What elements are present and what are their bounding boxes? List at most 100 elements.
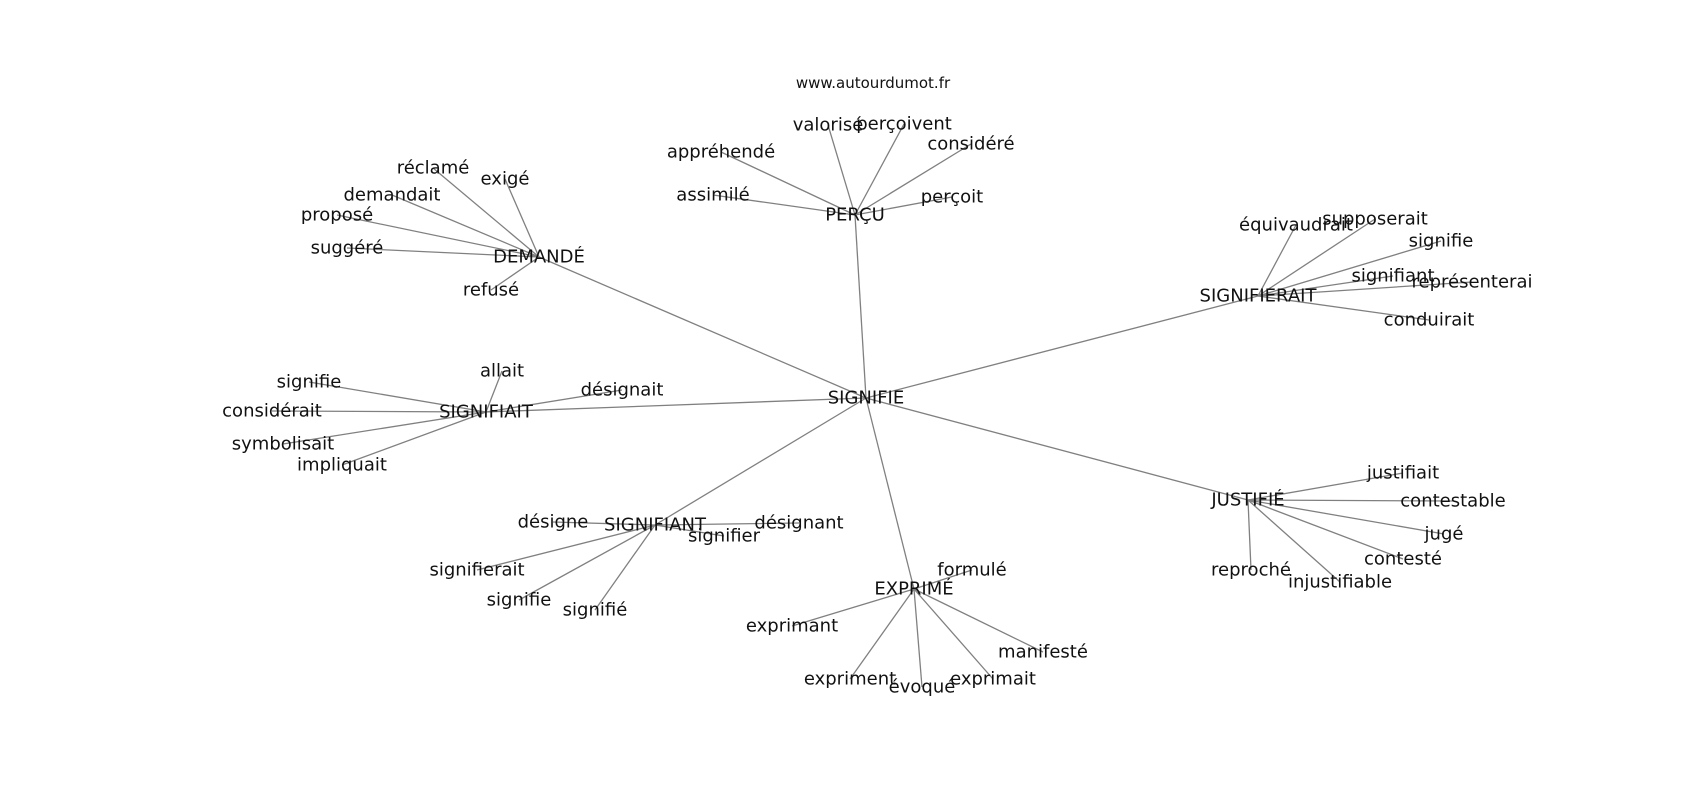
leaf-node-demande-demandait[interactable]: demandait — [344, 185, 441, 206]
leaf-node-percu-considere[interactable]: considéré — [927, 134, 1014, 155]
leaf-node-exprime-exprimant[interactable]: exprimant — [746, 616, 838, 637]
center-node-signifie[interactable]: SIGNIFIE — [828, 388, 905, 409]
hub-node-percu[interactable]: PERÇU — [825, 205, 885, 226]
edge-percu-apprehende — [720, 151, 856, 216]
edge-signifierait-supposerait — [1257, 218, 1376, 297]
leaf-node-demande-reclame[interactable]: réclamé — [397, 158, 470, 179]
edge-signifiait-signifie — [308, 381, 487, 413]
leaf-node-signifiant-signifier[interactable]: signifier — [688, 526, 761, 547]
leaf-node-signifiait-considerait[interactable]: considérait — [222, 401, 322, 422]
edge-percu-valorise — [827, 124, 856, 216]
edge-percu-percoit — [854, 196, 953, 216]
leaf-node-demande-suggere[interactable]: suggéré — [311, 238, 384, 259]
leaf-node-justifie-justifiait[interactable]: justifiait — [1366, 463, 1439, 484]
leaf-node-signifierait-signifie[interactable]: signifie — [1409, 231, 1474, 252]
edge-justifie-contestable — [1247, 499, 1454, 502]
leaf-node-percu-valorise[interactable]: valorisé — [793, 115, 864, 136]
leaf-node-signifiait-symbolisait[interactable]: symbolisait — [232, 434, 334, 455]
edge-exprime-formule — [913, 569, 973, 590]
hub-node-exprime[interactable]: EXPRIMÉ — [874, 578, 953, 600]
leaf-node-signifierait-representerai[interactable]: représenterai — [1411, 272, 1532, 293]
leaf-node-exprime-formule[interactable]: formulé — [937, 560, 1006, 581]
leaf-node-percu-percoivent[interactable]: perçoivent — [856, 114, 952, 135]
hub-node-signifierait[interactable]: SIGNIFIERAIT — [1200, 286, 1318, 307]
leaf-node-signifiant-signifie[interactable]: signifié — [563, 600, 628, 621]
hub-node-demande[interactable]: DEMANDÉ — [493, 246, 585, 268]
edge-center-demande — [538, 256, 867, 399]
edge-percu-assimile — [712, 194, 856, 216]
source-watermark: www.autourdumot.fr — [796, 74, 951, 92]
edge-demande-reclame — [432, 167, 540, 258]
edge-exprime-evoque — [913, 588, 923, 688]
edge-exprime-exprimant — [791, 588, 915, 627]
edge-justifie-injustifiable — [1247, 499, 1341, 583]
edge-signifiait-allait — [485, 370, 503, 413]
edge-signifiait-impliquait — [341, 411, 487, 466]
leaf-node-percu-percoit[interactable]: perçoit — [921, 187, 983, 208]
edge-signifierait-representerai — [1257, 281, 1473, 297]
leaf-node-signifiant-designe[interactable]: désigne — [518, 512, 589, 533]
leaf-node-signifierait-conduirait[interactable]: conduirait — [1384, 310, 1475, 331]
leaf-node-signifiait-signifie[interactable]: signifie — [277, 372, 342, 393]
leaf-node-demande-refuse[interactable]: refusé — [463, 280, 519, 301]
edge-exprime-exprimait — [913, 588, 994, 680]
leaf-node-justifie-conteste[interactable]: contesté — [1364, 549, 1442, 570]
edge-percu-percoivent — [854, 123, 905, 216]
edge-justifie-conteste — [1247, 499, 1404, 560]
leaf-node-justifie-juge[interactable]: jugé — [1424, 524, 1464, 545]
edge-center-exprime — [865, 397, 915, 590]
leaf-node-signifierait-signifiant[interactable]: signifiant — [1351, 266, 1434, 287]
leaf-node-justifie-injustifiable[interactable]: injustifiable — [1288, 572, 1392, 593]
edge-signifierait-signifiant — [1257, 275, 1394, 297]
edge-percu-considere — [854, 143, 972, 216]
leaf-node-signifiant-signifierait[interactable]: signifierait — [429, 560, 524, 581]
hub-node-signifiait[interactable]: SIGNIFIAIT — [439, 402, 534, 423]
hub-node-justifie[interactable]: JUSTIFIÉ — [1210, 489, 1284, 511]
edge-signifiant-signifie — [518, 524, 656, 601]
edge-signifiait-symbolisait — [282, 411, 487, 445]
edge-signifiant-designe — [552, 521, 656, 526]
edge-center-signifiait — [485, 397, 867, 413]
edge-center-justifie — [865, 397, 1249, 501]
edge-center-percu — [854, 214, 867, 399]
leaf-node-exprime-expriment[interactable]: expriment — [804, 669, 896, 690]
edge-signifierait-conduirait — [1257, 295, 1430, 321]
leaf-node-signifierait-supposerait[interactable]: supposerait — [1322, 209, 1428, 230]
leaf-node-signifiait-designait[interactable]: désignait — [581, 380, 664, 401]
edge-exprime-expriment — [849, 588, 915, 680]
edge-demande-exige — [504, 178, 540, 258]
leaf-node-exprime-manifeste[interactable]: manifesté — [998, 642, 1088, 663]
edge-signifiait-considerait — [271, 410, 487, 413]
edge-demande-suggere — [346, 247, 540, 258]
edge-demande-demandait — [391, 194, 540, 258]
leaf-node-percu-apprehende[interactable]: appréhendé — [667, 142, 775, 163]
leaf-node-signifiant-designant[interactable]: désignant — [754, 513, 843, 534]
leaf-node-signifiant-signifie[interactable]: signifie — [487, 590, 552, 611]
edge-justifie-reproche — [1247, 499, 1252, 571]
leaf-node-signifiait-allait[interactable]: allait — [480, 361, 524, 382]
leaf-node-percu-assimile[interactable]: assimilé — [676, 185, 749, 206]
edge-signifierait-equivaudrait — [1257, 224, 1297, 297]
leaf-node-demande-exige[interactable]: exigé — [481, 169, 530, 190]
leaf-node-exprime-exprimait[interactable]: exprimait — [950, 669, 1036, 690]
leaf-node-exprime-evoque[interactable]: évoqué — [889, 677, 956, 698]
leaf-node-signifierait-equivaudrait[interactable]: équivaudrait — [1239, 215, 1353, 236]
edge-demande-propose — [336, 214, 540, 258]
leaf-node-justifie-contestable[interactable]: contestable — [1400, 491, 1505, 512]
edge-center-signifierait — [865, 295, 1259, 399]
leaf-node-demande-propose[interactable]: proposé — [301, 205, 373, 226]
edge-signifiant-designant — [654, 522, 800, 526]
edge-signifiant-signifier — [654, 524, 725, 537]
edge-justifie-justifiait — [1247, 472, 1404, 501]
edge-demande-refuse — [490, 256, 540, 291]
edge-signifierait-signifie — [1257, 240, 1442, 297]
edge-center-signifiant — [654, 397, 867, 526]
edge-signifiant-signifierait — [476, 524, 656, 571]
leaf-node-justifie-reproche[interactable]: reproché — [1211, 560, 1291, 581]
leaf-node-signifiait-impliquait[interactable]: impliquait — [297, 455, 387, 476]
edge-exprime-manifeste — [913, 588, 1044, 653]
edges-layer — [271, 123, 1473, 688]
hub-node-signifiant[interactable]: SIGNIFIANT — [604, 515, 707, 536]
